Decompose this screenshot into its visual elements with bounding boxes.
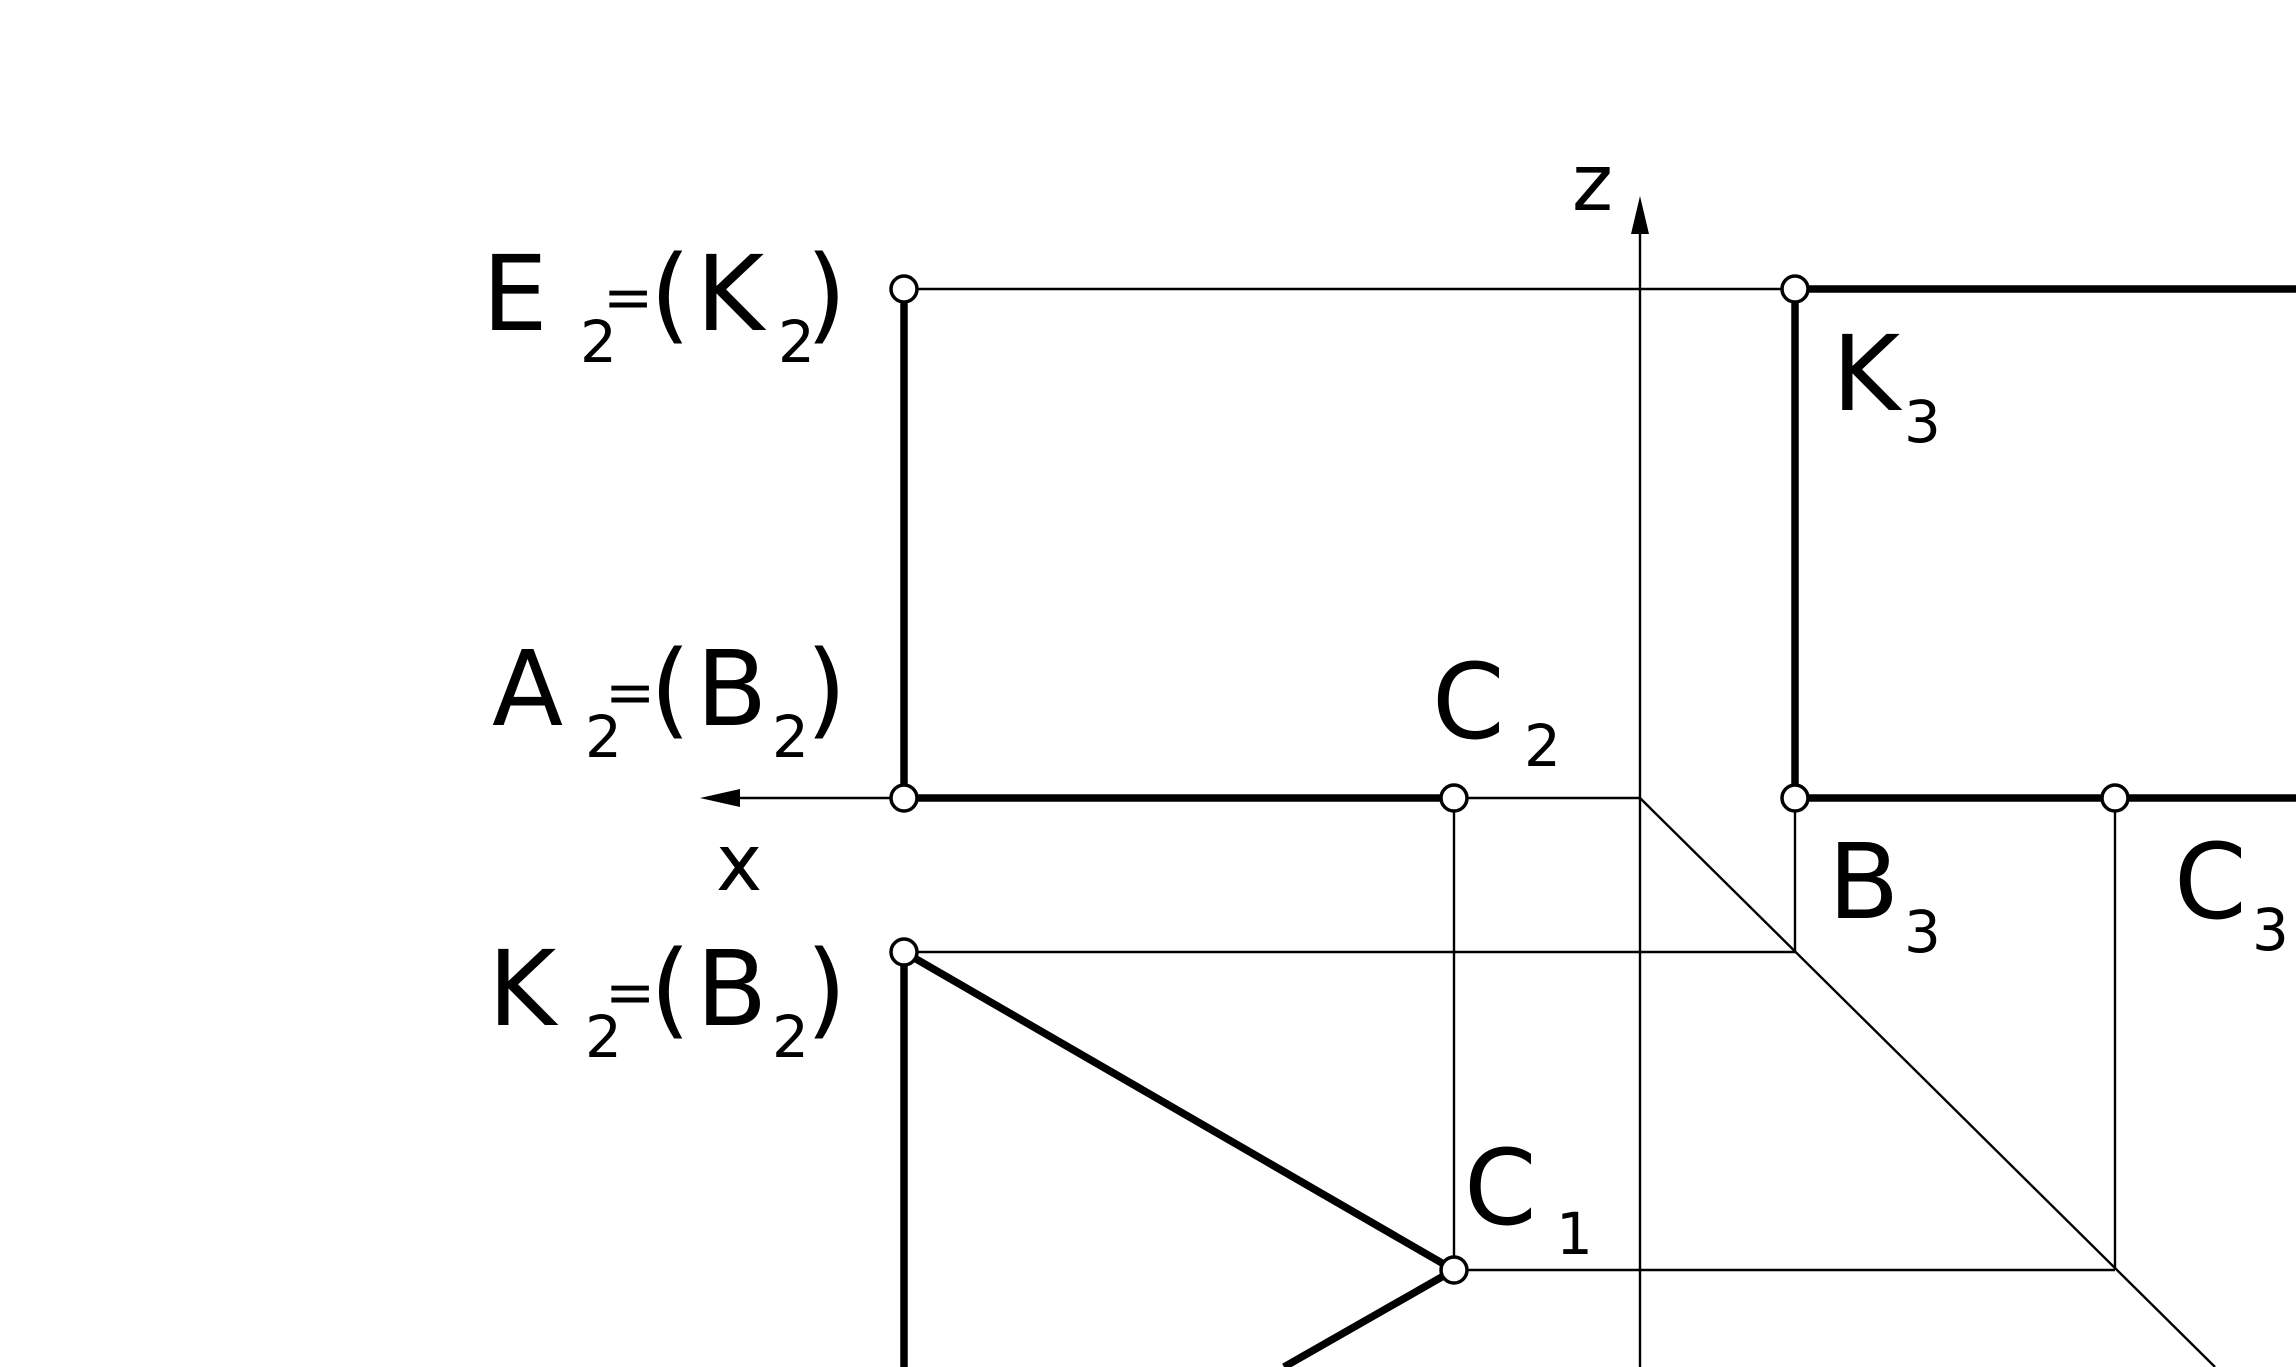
svg-text:): ) [806, 928, 847, 1050]
svg-text:2: 2 [772, 703, 809, 771]
svg-text:C: C [1464, 1127, 1537, 1249]
svg-text:=: = [603, 263, 653, 333]
label-c2: C 2 [1432, 641, 1561, 780]
point-k2 [889, 937, 919, 967]
svg-text:E: E [482, 233, 548, 355]
label-e2-k2: E 2 = ( K 2 ) [482, 233, 847, 376]
svg-text:A: A [492, 628, 563, 750]
edge-c1-down [1282, 1266, 1456, 1367]
svg-text:K: K [1832, 313, 1903, 435]
label-c1: C 1 [1464, 1127, 1593, 1268]
x-axis-arrow-icon [700, 789, 740, 807]
point-c2 [1439, 783, 1469, 813]
svg-text:): ) [806, 233, 847, 355]
edge-k2-c1 [902, 948, 1456, 1274]
svg-text:K: K [488, 928, 559, 1050]
svg-text:B: B [696, 628, 767, 750]
constant-line-45deg [1639, 797, 2216, 1367]
svg-text:2: 2 [778, 308, 815, 376]
label-c3: C 3 [2174, 821, 2289, 964]
svg-text:=: = [605, 658, 655, 728]
svg-text:2: 2 [585, 1003, 622, 1071]
svg-text:B: B [696, 928, 767, 1050]
label-k2-b2: K 2 = ( B 2 ) [488, 928, 847, 1071]
svg-text:=: = [605, 958, 655, 1028]
z-axis-arrow-icon [1631, 196, 1649, 234]
point-c1 [1439, 1255, 1469, 1285]
svg-text:3: 3 [1904, 898, 1941, 966]
point-e2 [889, 274, 919, 304]
svg-text:(: ( [650, 233, 691, 355]
svg-text:2: 2 [1524, 712, 1561, 780]
x-axis-label: x [716, 819, 762, 909]
point-a2 [889, 783, 919, 813]
point-k3 [1780, 274, 1810, 304]
label-a2-b2: A 2 = ( B 2 ) [492, 628, 847, 771]
svg-text:2: 2 [772, 1003, 809, 1071]
point-c3 [2100, 783, 2130, 813]
point-b3 [1780, 783, 1810, 813]
svg-text:): ) [806, 628, 847, 750]
svg-text:C: C [2174, 821, 2247, 943]
svg-text:K: K [696, 233, 767, 355]
svg-text:2: 2 [580, 308, 617, 376]
svg-text:(: ( [650, 928, 691, 1050]
label-k3: K 3 [1832, 313, 1941, 456]
svg-text:2: 2 [585, 703, 622, 771]
svg-text:3: 3 [2252, 896, 2289, 964]
z-axis-label: z [1572, 139, 1613, 229]
svg-text:B: B [1828, 821, 1899, 943]
label-b3: B 3 [1828, 821, 1941, 966]
svg-text:1: 1 [1556, 1200, 1593, 1268]
svg-text:(: ( [650, 628, 691, 750]
svg-text:3: 3 [1904, 388, 1941, 456]
svg-text:C: C [1432, 641, 1505, 763]
